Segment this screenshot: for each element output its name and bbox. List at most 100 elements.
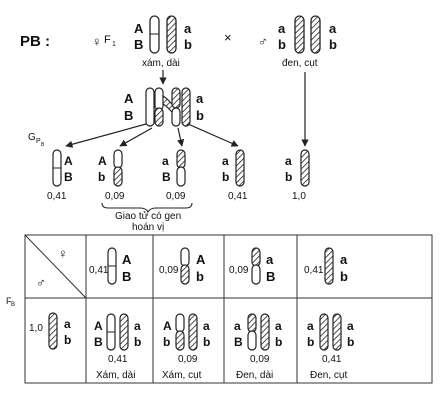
col-2-chromosome-top [180, 247, 190, 267]
gamete-arrow-1 [65, 123, 147, 148]
gamete-2-freq: 0,09 [105, 191, 125, 202]
off-2-right-2: b [203, 335, 210, 349]
recombinant-brace [101, 202, 193, 214]
gamete-label: G [28, 132, 36, 143]
table-border [24, 234, 433, 384]
gamete-3-allele-1: a [162, 154, 169, 168]
table-col-header-1: 0,41 A B [89, 247, 132, 285]
col-3-freq: 0,09 [229, 265, 249, 276]
male-allele-a-left: a [278, 21, 286, 36]
col-2-freq: 0,09 [159, 265, 179, 276]
gamete-1: A B 0,41 [47, 149, 73, 202]
male-symbol: ♂ [258, 34, 268, 49]
col-2-allele-2: b [196, 269, 204, 284]
gamete-5: a b 1,0 [285, 149, 310, 202]
fb-sub: B [11, 302, 15, 308]
co-chromatid-3 [171, 87, 181, 109]
cross-sign: × [224, 30, 232, 45]
col-3-allele-2: B [266, 269, 275, 284]
gamete-5-chromosome [300, 149, 310, 187]
col-2-chromosome-bottom [180, 264, 190, 285]
gamete-label-sub: P [36, 138, 41, 145]
co-allele-a: a [196, 91, 204, 106]
off-2-right-1: a [203, 319, 210, 333]
gamete-1-allele-1: A [64, 154, 73, 168]
fb-label: F [6, 296, 12, 306]
gamete-3-freq: 0,09 [166, 191, 186, 202]
col-4-chromosome [324, 247, 334, 285]
table-col-header-3: 0,09 a B [229, 247, 275, 285]
table-male-gamete: 1,0 a b [29, 312, 71, 350]
off-3-chrom-2 [260, 313, 270, 351]
gamete-label-subsub: B [41, 142, 45, 148]
co-chromatid-2 [154, 87, 164, 111]
male-phenotype: đen, cụt [282, 58, 318, 69]
off-2-chrom-2 [188, 313, 198, 351]
gamete-arrow-3 [177, 127, 185, 147]
f1-label: F [104, 34, 111, 46]
off-2-chrom-1-top [175, 313, 185, 333]
gamete-4-freq: 0,41 [228, 191, 248, 202]
off-4-chrom-2 [332, 313, 342, 351]
table-male-allele-2: b [64, 333, 71, 347]
col-1-freq: 0,41 [89, 265, 109, 276]
gamete-5-allele-1: a [285, 154, 292, 168]
off-3-chrom-1-top [247, 313, 257, 333]
offspring-cell-4: a b a b 0,41 Đen, cụt [307, 313, 354, 381]
co-allele-B: B [124, 108, 133, 123]
female-parent: ♀ F 1 A B a b xám, dài [92, 15, 192, 69]
f1-sub: 1 [112, 41, 116, 48]
off-2-left-2: b [163, 335, 170, 349]
off-2-chrom-1-bottom [175, 330, 185, 351]
off-4-phenotype: Đen, cụt [310, 370, 347, 381]
gamete-2-chromosome-top [113, 149, 123, 169]
off-1-freq: 0,41 [108, 354, 128, 365]
table-male-allele-1: a [64, 317, 71, 331]
off-3-right-2: b [275, 335, 282, 349]
offspring-cell-2: A b a b 0,09 Xám, cụt [162, 313, 210, 381]
gamete-2: A b 0,09 [98, 149, 125, 202]
female-allele-b: b [184, 37, 192, 52]
female-allele-A: A [134, 21, 144, 36]
table-header-diagonal [24, 234, 87, 299]
female-allele-B: B [134, 37, 143, 52]
table-col-header-2: 0,09 A b [159, 247, 206, 285]
off-2-phenotype: Xám, cụt [162, 370, 202, 381]
gamete-5-allele-2: b [285, 170, 292, 184]
off-1-left-1: A [94, 319, 103, 333]
punnett-table [24, 234, 433, 384]
off-3-left-2: B [234, 335, 243, 349]
gamete-arrow-2 [119, 127, 153, 147]
col-3-chromosome-top [251, 247, 261, 267]
co-chromatid-3b [171, 107, 181, 127]
offspring-cell-1: A B a b 0,41 Xám, dài [94, 313, 141, 381]
col-1-allele-1: A [122, 252, 132, 267]
male-chromosome-1 [294, 15, 305, 54]
female-symbol: ♀ [92, 34, 102, 49]
off-3-left-1: a [234, 319, 241, 333]
col-4-allele-1: a [340, 252, 348, 267]
off-1-chrom-2 [119, 313, 129, 351]
gamete-2-allele-1: A [98, 154, 107, 168]
col-4-freq: 0,41 [304, 265, 324, 276]
off-1-phenotype: Xám, dài [96, 370, 135, 381]
gamete-3-allele-2: B [162, 170, 171, 184]
gamete-2-allele-2: b [98, 170, 105, 184]
co-chromatid-1 [145, 87, 155, 127]
gamete-1-freq: 0,41 [47, 191, 67, 202]
off-3-chrom-1-bottom [247, 330, 257, 351]
female-chromosome-hatched [166, 15, 177, 54]
off-4-right-2: b [347, 335, 354, 349]
off-1-right-2: b [134, 335, 141, 349]
female-allele-a: a [184, 21, 192, 36]
gamete-3-chromosome-bottom [176, 166, 186, 187]
gamete-4-allele-2: b [222, 170, 229, 184]
off-3-right-1: a [275, 319, 282, 333]
co-chromatid-2b [154, 107, 164, 127]
gamete-arrow-4 [187, 123, 239, 147]
table-male-symbol: ♂ [36, 275, 46, 290]
off-1-left-2: B [94, 335, 103, 349]
off-4-left-2: b [307, 335, 314, 349]
